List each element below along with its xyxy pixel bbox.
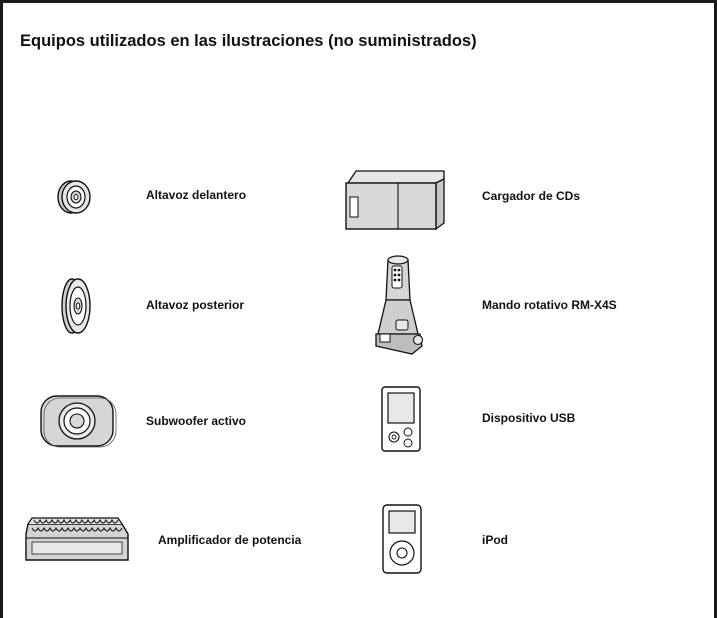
ipod-icon: [381, 503, 425, 577]
frame-left-border: [0, 0, 3, 618]
cd-changer-label: Cargador de CDs: [482, 189, 581, 203]
usb-device-label: Dispositivo USB: [482, 411, 576, 425]
ipod-label: iPod: [482, 533, 508, 547]
page-title: Equipos utilizados en las ilustraciones …: [20, 32, 477, 50]
frame-top-border: [0, 0, 717, 3]
usb-device-icon: [380, 385, 424, 455]
rotary-commander-icon: [368, 254, 430, 356]
subwoofer-label: Subwoofer activo: [146, 414, 247, 428]
rear-speaker-icon: [58, 276, 94, 336]
subwoofer-icon: [39, 393, 117, 449]
cd-changer-icon: [340, 167, 450, 233]
rear-speaker-label: Altavoz posterior: [146, 298, 245, 312]
front-speaker-label: Altavoz delantero: [146, 188, 247, 202]
amplifier-label: Amplificador de potencia: [158, 533, 302, 547]
rotary-commander-label: Mando rotativo RM-X4S: [482, 298, 617, 312]
frame-right-border: [714, 0, 717, 618]
front-speaker-icon: [55, 178, 95, 216]
amplifier-icon: [22, 514, 132, 564]
